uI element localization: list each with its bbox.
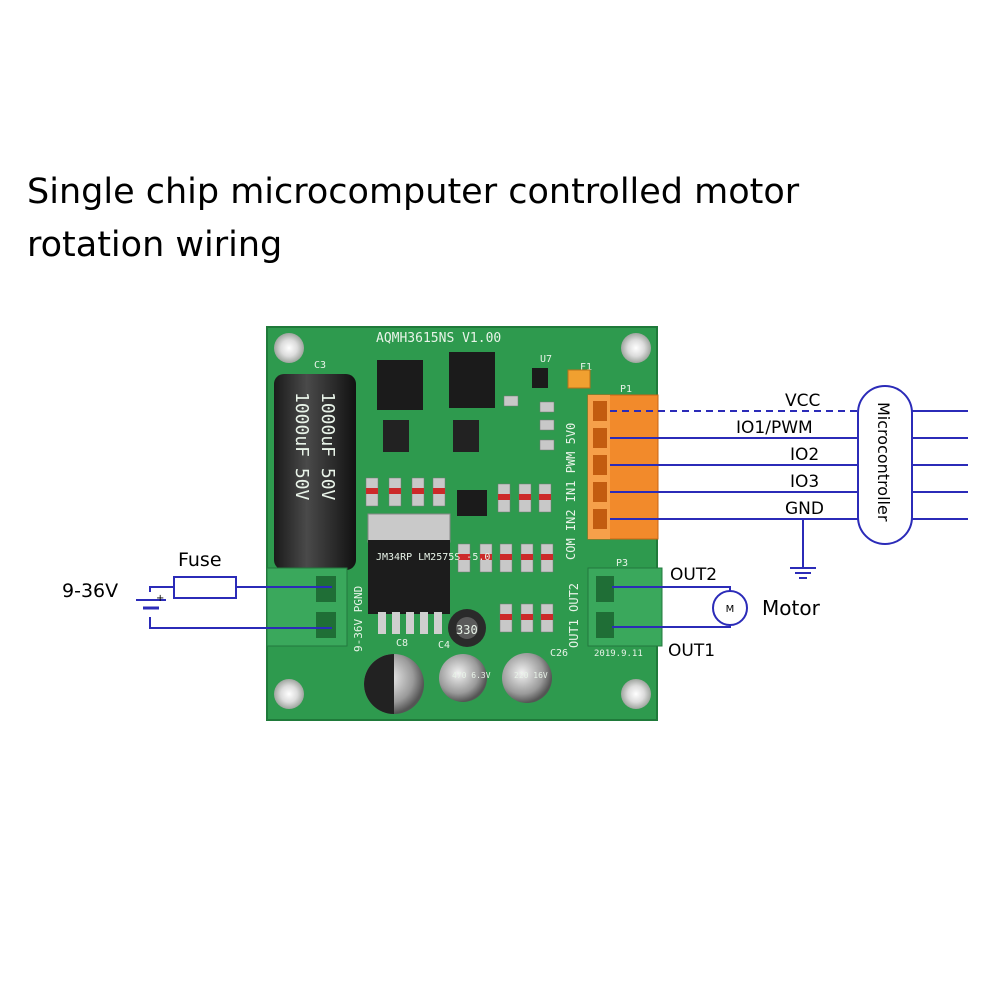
capacitor-c8 <box>364 654 424 714</box>
wire-out2 <box>612 586 731 591</box>
signal-label-vcc: VCC <box>785 391 820 411</box>
terminal-block-p1 <box>587 394 659 540</box>
capacitor-c4: 470 6.3V <box>439 654 491 702</box>
fuse-label: Fuse <box>178 549 222 571</box>
motor-symbol <box>712 590 748 626</box>
wire-supply-positive <box>149 586 174 592</box>
p3-pin-labels: OUT1 OUT2 <box>567 583 581 648</box>
signal-labels: VCC IO1/PWM IO2 IO3 GND <box>736 391 824 519</box>
inductor-text: 330 <box>456 623 478 637</box>
capacitor-c26: 220 16V <box>502 653 552 703</box>
label-c8: C8 <box>396 638 408 649</box>
label-p1: P1 <box>620 384 632 395</box>
title-line-1: Single chip microcomputer controlled mot… <box>27 172 800 212</box>
out2-label: OUT2 <box>670 565 717 585</box>
signal-label-io1-pwm: IO1/PWM <box>736 418 813 438</box>
pcb-board: AQMH3615NS V1.00 C3 F1 U7 P1 P3 C8 C4 C2… <box>266 326 663 721</box>
ic-u4 <box>453 420 479 452</box>
wire-supply-negative <box>149 617 332 629</box>
capacitor-c3: 1000uF 50V 1000uF 50V <box>274 374 356 570</box>
terminal-block-p3 <box>587 567 663 647</box>
motor-label: Motor <box>762 596 821 620</box>
capacitor-220-text: 220 16V <box>514 671 548 680</box>
p1-pin-labels: COM IN2 IN1 PWM 5V0 <box>564 423 578 560</box>
capacitor-470-text: 470 6.3V <box>452 671 491 680</box>
board-model-label: AQMH3615NS V1.00 <box>376 331 501 346</box>
label-f1: F1 <box>580 362 592 373</box>
terminal-block-power <box>266 567 348 647</box>
battery-symbol <box>136 599 166 610</box>
ic-u1 <box>377 360 423 410</box>
ic-u3 <box>383 420 409 452</box>
label-c26: C26 <box>550 648 568 659</box>
out1-label: OUT1 <box>668 641 715 661</box>
power-pin-labels: 9-36V PGND <box>352 586 365 652</box>
ic-u2 <box>449 352 495 408</box>
mounting-hole-bottom-left <box>274 679 304 709</box>
smd-resistor-bands <box>366 488 553 620</box>
signal-label-io2: IO2 <box>790 445 819 465</box>
capacitor-c3-text-2: 1000uF 50V <box>317 392 338 501</box>
ic-u7 <box>532 368 548 388</box>
inductor-330: 330 <box>448 609 486 647</box>
ic-chips <box>377 352 591 516</box>
capacitor-c3-text: 1000uF 50V <box>291 392 312 501</box>
regulator-lm2575: JM34RP LM2575S -5.0 <box>367 513 490 634</box>
label-u7: U7 <box>540 354 552 365</box>
date-code: 2019.9.11 <box>594 649 643 659</box>
supply-voltage-label: 9-36V <box>62 580 118 602</box>
title-line-2: rotation wiring <box>27 225 283 265</box>
label-p3: P3 <box>616 558 628 569</box>
regulator-text: JM34RP LM2575S -5.0 <box>376 552 490 563</box>
label-c4: C4 <box>438 640 450 651</box>
label-c3: C3 <box>314 360 326 371</box>
microcontroller-label: Microcontroller <box>874 402 893 522</box>
wiring <box>149 410 968 629</box>
signal-label-gnd: GND <box>785 499 824 519</box>
motor-symbol-letter: M <box>726 604 735 615</box>
fuse-f1 <box>567 369 591 389</box>
fuse-symbol <box>173 576 237 599</box>
battery-plus-sign: + <box>156 593 164 604</box>
mounting-hole-top-left <box>274 333 304 363</box>
signal-label-io3: IO3 <box>790 472 819 492</box>
ic-u5 <box>457 490 487 516</box>
mounting-hole-top-right <box>621 333 651 363</box>
microcontroller-block <box>857 385 913 545</box>
mounting-hole-bottom-right <box>621 679 651 709</box>
